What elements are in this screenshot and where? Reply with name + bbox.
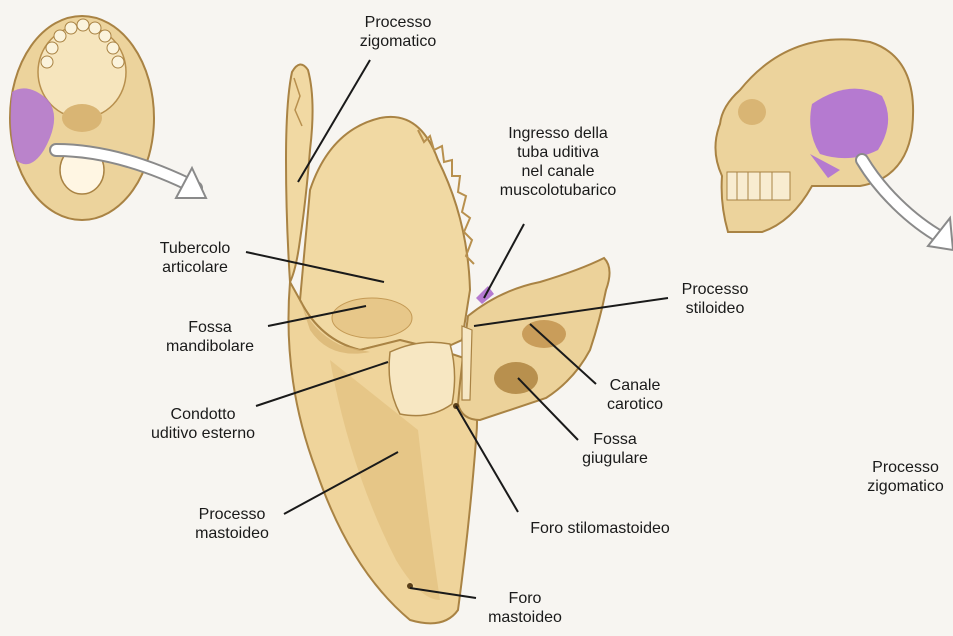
styloid-process (462, 326, 472, 400)
label-condotto-uditivo-esterno: Condotto uditivo esterno (133, 405, 273, 443)
label-fossa-mandibolare: Fossa mandibolare (150, 318, 270, 356)
label-foro-mastoideo: Foro mastoideo (470, 589, 580, 627)
label-processo-mastoideo: Processo mastoideo (172, 505, 292, 543)
label-ingresso-tuba-uditiva: Ingresso della tuba uditiva nel canale m… (478, 124, 638, 200)
external-auditory-meatus (389, 342, 454, 415)
label-processo-zigomatico-right: Processo zigomatico (858, 458, 953, 496)
arrow-from-skull-lateral (862, 160, 953, 250)
label-tubercolo-articolare: Tubercolo articolare (140, 239, 250, 277)
skull-inferior-view (10, 16, 154, 220)
skull-lateral-view (715, 39, 913, 232)
label-fossa-giugulare: Fossa giugulare (560, 430, 670, 468)
label-canale-carotico: Canale carotico (580, 376, 690, 414)
label-processo-zigomatico: Processo zigomatico (338, 13, 458, 51)
label-foro-stilomastoideo: Foro stilomastoideo (505, 519, 695, 538)
label-processo-stiloideo: Processo stiloideo (660, 280, 770, 318)
